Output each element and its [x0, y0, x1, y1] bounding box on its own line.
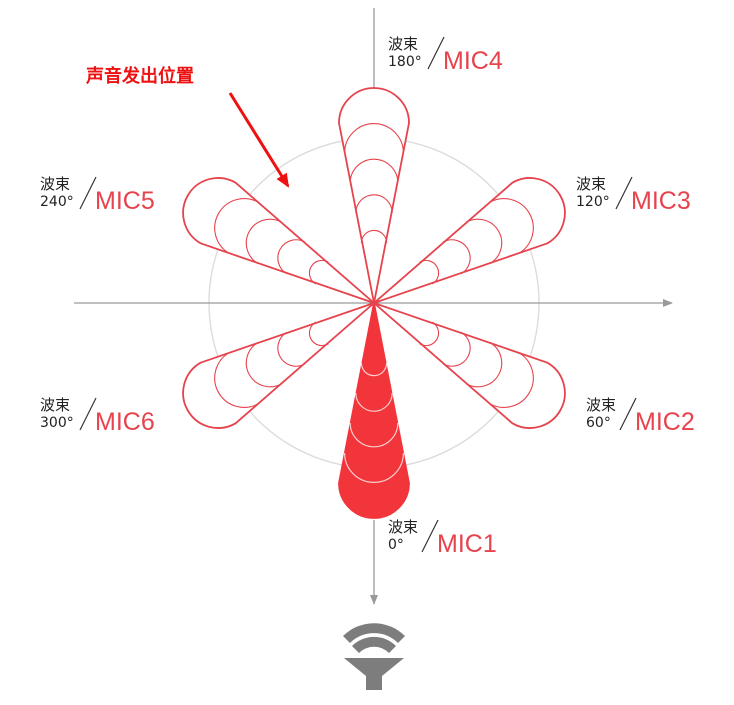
beam-ring: [465, 341, 503, 388]
beam-mic: MIC2: [635, 408, 695, 436]
beam-outline: [182, 177, 375, 304]
beam-ring: [245, 218, 283, 265]
beam-ring: [355, 194, 393, 214]
beam-ring: [349, 422, 399, 448]
beam-angle: 120°: [576, 194, 610, 210]
beam-ring: [245, 341, 283, 388]
beam-ring: [308, 259, 329, 285]
beam-angle: 0°: [388, 537, 404, 553]
beam-labels: 波束0°MIC1波束60°MIC2波束120°MIC3波束180°MIC4波束2…: [40, 35, 695, 558]
beam-ring: [442, 239, 471, 275]
beam-ring: [349, 158, 399, 184]
label-slash: [615, 176, 633, 210]
beam-angle: 180°: [388, 54, 422, 70]
label-slash: [427, 36, 445, 70]
beam-word: 波束: [40, 175, 70, 193]
beam-word: 波束: [388, 35, 418, 53]
beam-lobe-mic5: [182, 177, 375, 304]
beam-lobe-mic2: [373, 302, 566, 429]
beam-word: 波束: [576, 175, 606, 193]
annotation-label: 声音发出位置: [85, 65, 194, 87]
beam-ring: [488, 352, 534, 408]
beam-outline: [338, 87, 410, 304]
beam-ring: [442, 331, 471, 367]
annotation-arrow: [228, 92, 290, 188]
beam-ring: [360, 229, 388, 244]
beam-angle: 240°: [40, 194, 74, 210]
beam-outline: [338, 302, 410, 519]
beam-outline: [182, 302, 375, 429]
beam-ring: [214, 352, 260, 408]
beam-mic: MIC3: [631, 187, 691, 215]
beam-lobe-mic4: [338, 87, 410, 304]
beam-angle: 300°: [40, 415, 74, 431]
speaker-icon: [343, 623, 405, 690]
beam-ring: [360, 362, 388, 377]
label-slash: [79, 397, 97, 431]
beam-angle: 60°: [586, 415, 611, 431]
beam-word: 波束: [40, 396, 70, 414]
beam-ring: [419, 259, 440, 285]
beam-lobe-mic6: [182, 302, 375, 429]
beam-ring: [214, 198, 260, 254]
beam-ring: [419, 321, 440, 347]
beam-mic: MIC5: [95, 187, 155, 215]
beam-lobe-mic3: [373, 177, 566, 304]
beam-mic: MIC4: [443, 47, 503, 75]
label-mic1: 波束0° MIC1: [388, 518, 497, 558]
beam-mic: MIC1: [437, 530, 497, 558]
beam-outline: [373, 302, 566, 429]
beam-ring: [488, 198, 534, 254]
beam-word: 波束: [388, 518, 418, 536]
beam-ring: [465, 218, 503, 265]
beam-ring: [277, 239, 306, 275]
label-slash: [79, 176, 97, 210]
beam-ring: [277, 331, 306, 367]
label-slash: [421, 519, 439, 553]
beam-ring: [355, 392, 393, 412]
beam-outline: [373, 177, 566, 304]
beam-lobes: [182, 87, 566, 519]
beam-lobe-mic1: [338, 302, 410, 519]
beam-mic: MIC6: [95, 408, 155, 436]
beam-word: 波束: [586, 396, 616, 414]
beam-ring: [308, 321, 329, 347]
label-slash: [619, 397, 637, 431]
beam-ring: [344, 123, 404, 154]
beam-ring: [344, 452, 404, 483]
